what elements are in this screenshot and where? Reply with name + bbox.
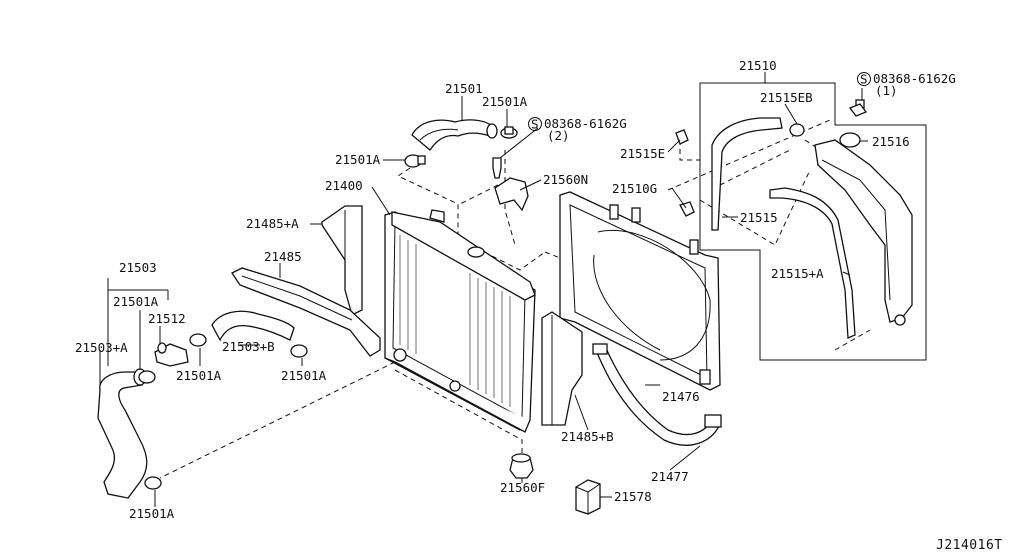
hose-21503a xyxy=(97,371,148,499)
hose-21515a xyxy=(769,187,856,339)
label-21510g: 21510G xyxy=(612,181,657,196)
label-21485b: 21485+B xyxy=(561,429,614,444)
bolt-08368-1 xyxy=(848,103,868,117)
clamp-21515eb xyxy=(789,123,805,137)
clamp-21501a-bottom xyxy=(144,476,162,490)
air-guide-21485b xyxy=(541,311,583,426)
label-21485: 21485 xyxy=(264,249,302,264)
hose-21515 xyxy=(711,117,783,231)
bottom-parts xyxy=(509,453,601,515)
label-21515a: 21515+A xyxy=(771,266,824,281)
label-21503: 21503 xyxy=(119,260,157,275)
label-21400: 21400 xyxy=(325,178,363,193)
label-21501a-mid2: 21501A xyxy=(281,368,327,383)
label-21560n: 21560N xyxy=(543,172,588,187)
clamp-21501a-mid2 xyxy=(290,344,308,358)
leader-lines xyxy=(99,72,868,507)
upper-hose xyxy=(411,119,498,151)
clamp-21501a-hose xyxy=(138,370,156,384)
screw-symbol-icon xyxy=(857,72,871,86)
label-08368-2: 08368-6162G xyxy=(544,116,627,131)
label-21485a: 21485+A xyxy=(246,216,299,231)
screw-symbols: S S xyxy=(528,72,871,132)
label-21512: 21512 xyxy=(148,311,186,326)
screw-symbol-icon xyxy=(528,117,542,131)
clamp-21501a-mid1 xyxy=(189,333,207,347)
radiator-core xyxy=(384,209,536,433)
air-guide-21485 xyxy=(231,267,381,357)
band-21477 xyxy=(592,343,722,446)
label-21501a-hose: 21501A xyxy=(113,294,159,309)
label-21477: 21477 xyxy=(651,469,689,484)
label-21501a-top: 21501A xyxy=(482,94,528,109)
label-21516: 21516 xyxy=(872,134,910,149)
reservoir-assembly-box xyxy=(699,82,927,361)
label-21503b: 21503+B xyxy=(222,339,275,354)
label-08368-2-qty: (2) xyxy=(547,128,570,143)
label-08368-1-qty: (1) xyxy=(875,83,898,98)
upper-clamps xyxy=(404,126,529,212)
label-21515e: 21515E xyxy=(620,146,665,161)
label-21503a: 21503+A xyxy=(75,340,128,355)
radiator-fins xyxy=(399,235,511,407)
bolt-08368-2 xyxy=(492,157,502,179)
part-labels: 21501 21501A 08368-6162G (2) 21501A 2156… xyxy=(75,58,956,521)
hose-21503b xyxy=(211,310,295,342)
label-21515: 21515 xyxy=(740,210,778,225)
label-21501-top: 21501 xyxy=(445,81,483,96)
label-21510: 21510 xyxy=(739,58,777,73)
label-21476: 21476 xyxy=(662,389,700,404)
label-21560f: 21560F xyxy=(500,480,545,495)
label-21501a-left: 21501A xyxy=(335,152,381,167)
label-21501a-mid1: 21501A xyxy=(176,368,222,383)
reservoir-cap-21516 xyxy=(839,132,861,148)
fan-shroud xyxy=(559,191,721,391)
air-guide-21485a xyxy=(321,205,363,316)
bracket-21560n xyxy=(494,177,529,212)
svg-text:S: S xyxy=(531,117,539,132)
label-08368-1: 08368-6162G xyxy=(873,71,956,86)
label-21515eb: 21515EB xyxy=(760,90,813,105)
svg-text:S: S xyxy=(860,72,868,87)
label-21501a-bottom: 21501A xyxy=(129,506,175,521)
lower-hose-assembly xyxy=(97,310,308,499)
reservoir-tank xyxy=(814,139,913,323)
label-21578: 21578 xyxy=(614,489,652,504)
diagram-code: J214016T xyxy=(936,538,1003,553)
bolt-21510g xyxy=(679,201,695,217)
